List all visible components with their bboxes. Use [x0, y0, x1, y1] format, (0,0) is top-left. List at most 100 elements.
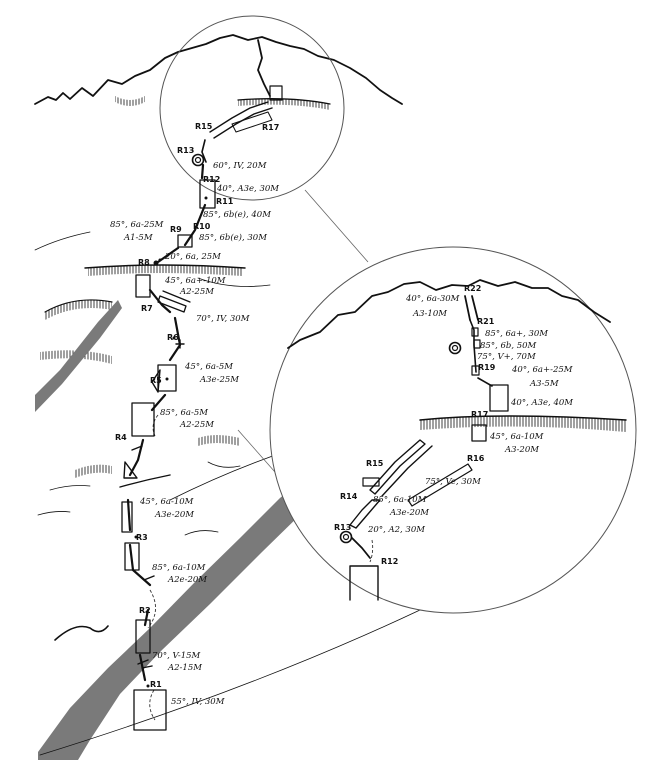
station-label-r12: R12 — [203, 175, 220, 184]
hatched-ledge — [115, 96, 145, 106]
station-label-r13: R13 — [334, 523, 351, 532]
grey-couloir — [38, 482, 305, 760]
pitch-label: 85°, 6a-5M — [160, 408, 208, 418]
pitch-label: A2-25M — [179, 287, 214, 297]
pitch-label: 60°, IV, 20M — [213, 161, 267, 171]
pitch-label: A3-5M — [529, 379, 559, 389]
detail-ridge-line — [287, 279, 611, 349]
grey-couloir — [35, 300, 122, 412]
pitch-label: 70°, IV, 30M — [196, 314, 250, 324]
pitch-label: A3e-20M — [154, 510, 194, 520]
station-label-r15: R15 — [195, 122, 213, 131]
station-label-r11: R11 — [216, 197, 234, 206]
pitch-label: 40°, A3e, 40M — [510, 398, 573, 408]
hatched-terrace — [88, 265, 242, 276]
pitch-label: A3e-20M — [389, 508, 429, 518]
route-dashed-line — [149, 689, 156, 721]
pitch-label: A3-20M — [504, 445, 539, 455]
pitch-box — [177, 234, 193, 248]
pitch-label: 85°, 6b, 50M — [480, 341, 537, 351]
hatched-ledge — [75, 464, 112, 478]
station-label-r2: R2 — [139, 606, 151, 615]
label-layer: R15 R17 R13 R12 60°, IV, 20M 40°, A3e, 3… — [110, 122, 573, 707]
pitch-label: 75°, V+, 70M — [477, 352, 536, 362]
pitch-label: A1-5M — [123, 233, 153, 243]
pitch-box — [199, 179, 216, 209]
terrain-line — [119, 474, 171, 488]
terrain-line — [39, 609, 421, 756]
piton-dot — [134, 535, 138, 539]
terrain-line — [197, 277, 271, 287]
upper-route-features — [201, 39, 331, 163]
terrain-line — [207, 461, 241, 468]
detail-inset — [269, 246, 637, 614]
station-ring — [191, 153, 205, 167]
pitch-label: 45°, 6a+-10M — [164, 276, 226, 286]
pitch-box — [157, 364, 177, 392]
station-label-r1: R1 — [150, 680, 162, 689]
zoom-connector-line — [304, 189, 369, 263]
pitch-label: 20°, A2, 30M — [367, 525, 425, 535]
pitch-label: 85°, 6a+, 30M — [485, 329, 548, 339]
station-label-r15: R15 — [366, 459, 384, 468]
station-label-r21: R21 — [477, 317, 495, 326]
terrain-line — [54, 625, 109, 641]
station-label-r14: R14 — [340, 492, 358, 501]
piton-dot — [145, 610, 149, 614]
station-label-r5: R5 — [150, 376, 162, 385]
pitch-label: 40°, 6a-30M — [405, 294, 460, 304]
pitch-label: 40°, 6a+-25M — [511, 365, 573, 375]
terrain-line — [37, 511, 71, 516]
pitch-box — [131, 402, 155, 437]
pitch-label: 40°, A3e, 30M — [216, 184, 279, 194]
pitch-label: 45°, 6a-10M — [139, 497, 194, 507]
pitch-label: A2e-20M — [167, 575, 207, 585]
pitch-label: A2-25M — [179, 420, 214, 430]
pitch-box — [135, 274, 151, 298]
hatched-ledge — [44, 299, 113, 313]
pitch-label: 20°, 6a, 25M — [164, 252, 221, 262]
station-label-r22: R22 — [464, 284, 481, 293]
terrain-line — [184, 530, 219, 536]
triangle-feature — [123, 461, 138, 479]
piton-dot — [204, 196, 208, 200]
mountain-ridge-line — [34, 34, 403, 105]
pitch-box — [133, 689, 167, 731]
station-label-r17: R17 — [471, 410, 488, 419]
station-dot — [153, 260, 159, 266]
pitch-label: 45°, 6a-10M — [489, 432, 544, 442]
belay-cross — [131, 339, 185, 669]
detail-hatched-terrace — [420, 416, 626, 432]
terrain-line — [49, 485, 91, 491]
piton-dot — [146, 684, 150, 688]
pitch-box — [124, 542, 140, 571]
pitch-label: 85°, 6b(e), 40M — [203, 209, 271, 220]
pitch-label: A2-15M — [167, 663, 202, 673]
station-label-r7: R7 — [141, 304, 153, 313]
station-label-r19: R19 — [478, 363, 496, 372]
pitch-box — [121, 501, 133, 533]
pitch-label: 45°, 6a-5M — [184, 362, 233, 372]
pitch-label: 70°, V-15M — [152, 651, 201, 661]
piton-dot — [172, 336, 176, 340]
pitch-label: 85°, 6b(e), 30M — [199, 232, 267, 243]
piton-dot — [165, 377, 169, 381]
station-label-r17: R17 — [262, 123, 279, 132]
piton-dot — [158, 258, 162, 262]
station-label-r6: R6 — [167, 333, 179, 342]
detail-terrace-line — [419, 415, 627, 421]
zoom-circle-main — [159, 15, 345, 201]
hatched-ledge — [45, 299, 112, 320]
terrain-line — [34, 231, 91, 251]
pitch-label: 85°, 6a-10M — [373, 495, 427, 505]
pitch-label: A3-10M — [412, 309, 447, 319]
pitch-box — [135, 619, 151, 654]
station-label-r4: R4 — [115, 433, 127, 442]
main-topo — [34, 15, 421, 760]
detail-route-features — [339, 295, 509, 601]
station-label-r3: R3 — [136, 533, 148, 542]
ramp-feature — [157, 290, 191, 313]
pitch-label: 85°, 6a-10M — [152, 563, 206, 573]
station-label-r13: R13 — [177, 146, 194, 155]
